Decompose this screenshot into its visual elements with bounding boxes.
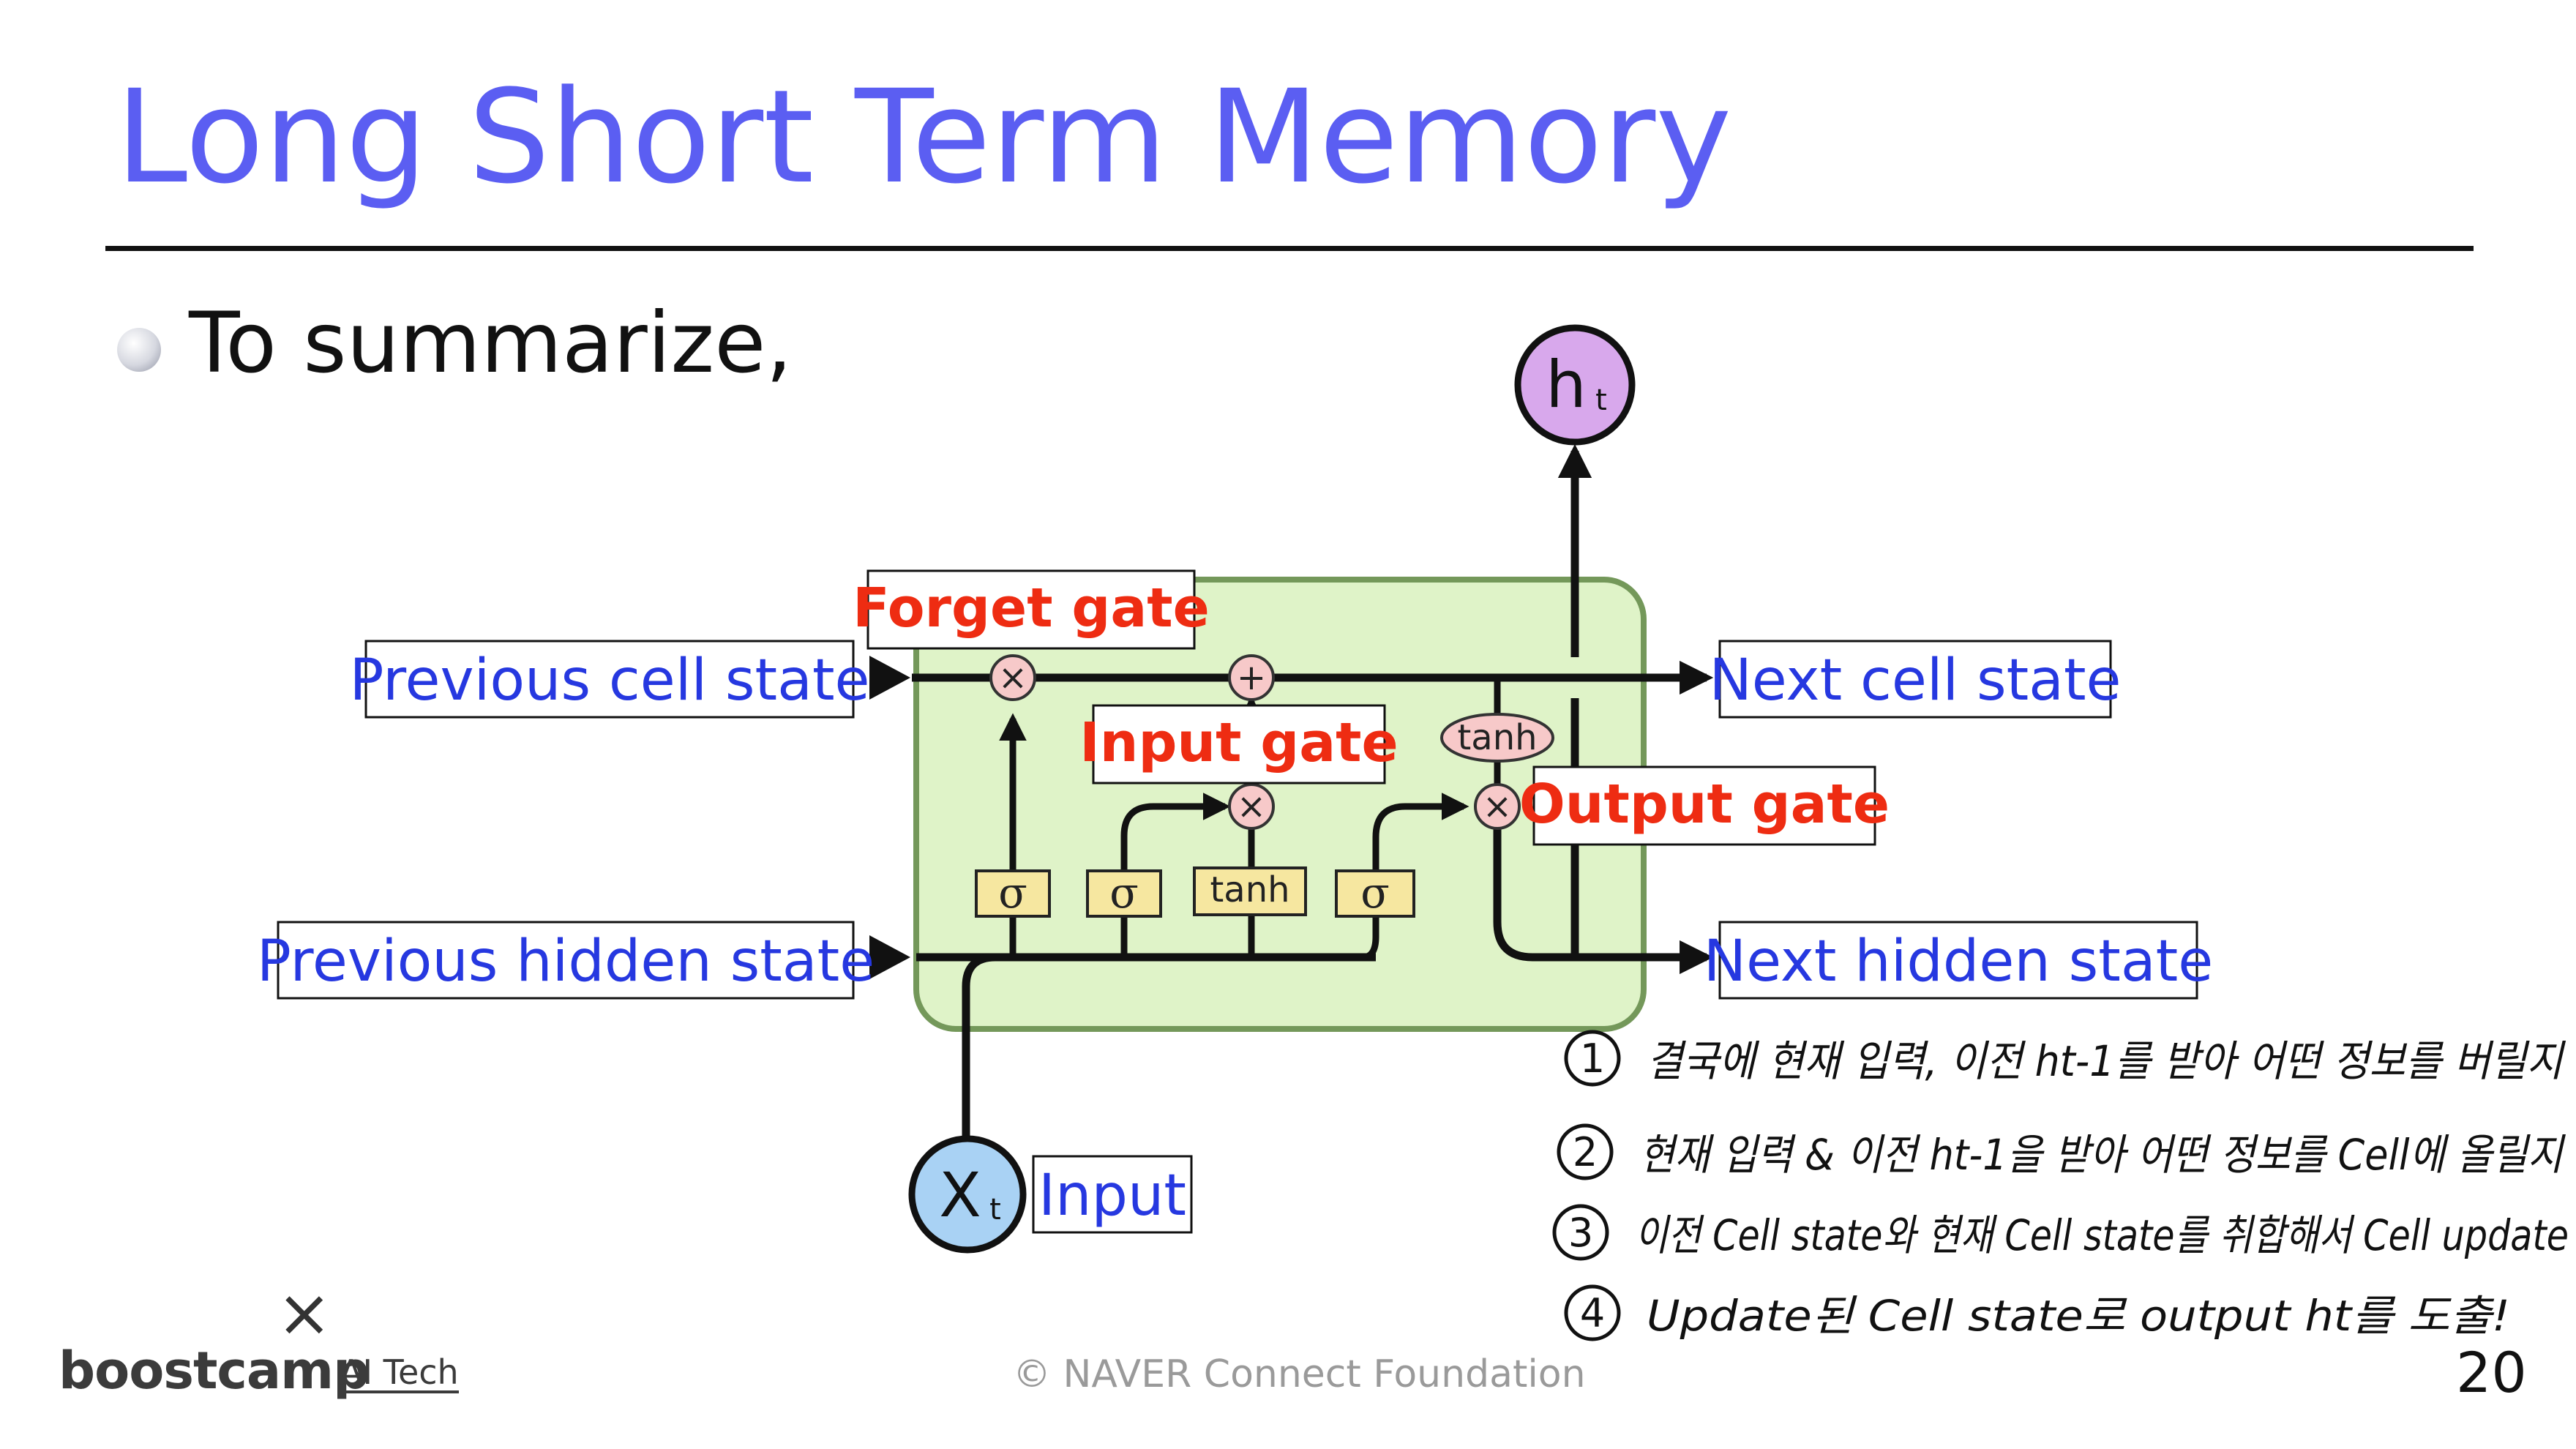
bullet-icon xyxy=(117,328,161,372)
svg-text:Update된 Cell state로 output ht를: Update된 Cell state로 output ht를 도출! xyxy=(1647,1291,2510,1341)
forget-gate-label: Forget gate xyxy=(853,569,1210,650)
note-4: 4 Update된 Cell state로 output ht를 도출! xyxy=(1564,1284,2510,1341)
next-hidden-line xyxy=(1493,827,1714,975)
output-sigma-box: σ xyxy=(1335,868,1415,918)
svg-text:×: × xyxy=(1237,786,1266,827)
input-multiply-op: × xyxy=(1228,783,1275,830)
svg-text:3: 3 xyxy=(1568,1210,1593,1256)
forget-sigma-box: σ xyxy=(975,868,1051,918)
input-gate-label: Input gate xyxy=(1079,704,1399,785)
svg-text:이전 Cell state와 현재 Cell state를: 이전 Cell state와 현재 Cell state를 취합해서 Cell … xyxy=(1635,1210,2569,1260)
svg-text:σ: σ xyxy=(1109,868,1139,918)
svg-text:1: 1 xyxy=(1580,1036,1605,1082)
note-3: 3 이전 Cell state와 현재 Cell state를 취합해서 Cel… xyxy=(1552,1204,2569,1261)
svg-text:Next hidden state: Next hidden state xyxy=(1704,929,2213,995)
svg-text:tanh: tanh xyxy=(1210,869,1289,910)
cell-add-op: + xyxy=(1228,654,1275,701)
svg-text:h: h xyxy=(1546,347,1587,422)
next-hidden-state-label: Next hidden state xyxy=(1704,921,2213,1000)
svg-text:+: + xyxy=(1237,657,1266,698)
title-divider xyxy=(105,246,2474,251)
note-2: 2 현재 입력 & 이전 ht-1을 받아 어떤 정보를 Cell에 올릴지 xyxy=(1557,1123,2566,1180)
svg-text:4: 4 xyxy=(1580,1290,1605,1336)
close-icon: × xyxy=(277,1275,332,1352)
prev-hidden-state-label: Previous hidden state xyxy=(257,921,875,1000)
bullet-text: To summarize, xyxy=(189,294,793,392)
svg-text:×: × xyxy=(1483,786,1512,827)
hidden-output-node: h t xyxy=(1514,324,1636,446)
svg-text:현재 입력 & 이전 ht-1을 받아 어떤 정보를 Cel: 현재 입력 & 이전 ht-1을 받아 어떤 정보를 Cell에 올릴지 xyxy=(1639,1130,2566,1180)
svg-text:σ: σ xyxy=(1360,868,1390,918)
svg-text:X: X xyxy=(939,1159,981,1231)
output-gate-label: Output gate xyxy=(1519,765,1890,846)
svg-text:Input gate: Input gate xyxy=(1079,711,1398,774)
input-line xyxy=(962,953,996,1155)
svg-text:2: 2 xyxy=(1573,1129,1598,1175)
svg-text:결국에 현재 입력, 이전 ht-1를 받아 어떤 정보를: 결국에 현재 입력, 이전 ht-1를 받아 어떤 정보를 버릴지 xyxy=(1647,1036,2566,1086)
input-label: Input xyxy=(1032,1155,1193,1234)
brand-logo: boostcamp xyxy=(59,1341,370,1401)
input-node: X t xyxy=(908,1135,1027,1254)
cell-tanh-op: tanh xyxy=(1440,713,1554,763)
slide-title: Long Short Term Memory xyxy=(116,62,1732,212)
output-multiply-op: × xyxy=(1474,783,1521,830)
candidate-tanh-box: tanh xyxy=(1193,866,1307,916)
svg-text:t: t xyxy=(989,1193,1001,1227)
page-number: 20 xyxy=(2456,1340,2527,1405)
svg-text:tanh: tanh xyxy=(1457,717,1537,758)
output-gate-arrow xyxy=(1372,793,1469,872)
svg-text:Input: Input xyxy=(1038,1163,1186,1229)
copyright-text: © NAVER Connect Foundation xyxy=(1013,1352,1586,1396)
input-gate-arrow xyxy=(1120,793,1231,872)
prev-hidden-arrow-icon xyxy=(869,935,910,979)
svg-text:σ: σ xyxy=(998,868,1027,918)
output-sigma-link xyxy=(1362,915,1379,961)
forget-multiply-op: × xyxy=(989,654,1036,701)
svg-text:Forget gate: Forget gate xyxy=(853,577,1210,640)
svg-text:Previous cell state: Previous cell state xyxy=(349,648,869,714)
input-sigma-box: σ xyxy=(1086,868,1162,918)
svg-text:Previous hidden state: Previous hidden state xyxy=(257,929,875,995)
prev-cell-state-label: Previous cell state xyxy=(349,640,870,719)
svg-text:Next cell state: Next cell state xyxy=(1709,648,2121,714)
prev-cell-arrow-icon xyxy=(869,656,910,700)
next-cell-state-label: Next cell state xyxy=(1709,640,2122,719)
svg-text:Output gate: Output gate xyxy=(1519,773,1890,836)
svg-text:×: × xyxy=(998,657,1027,698)
svg-text:t: t xyxy=(1595,383,1607,417)
note-1: 1 결국에 현재 입력, 이전 ht-1를 받아 어떤 정보를 버릴지 xyxy=(1564,1030,2566,1087)
brand-subtitle: AI Tech xyxy=(340,1352,459,1393)
